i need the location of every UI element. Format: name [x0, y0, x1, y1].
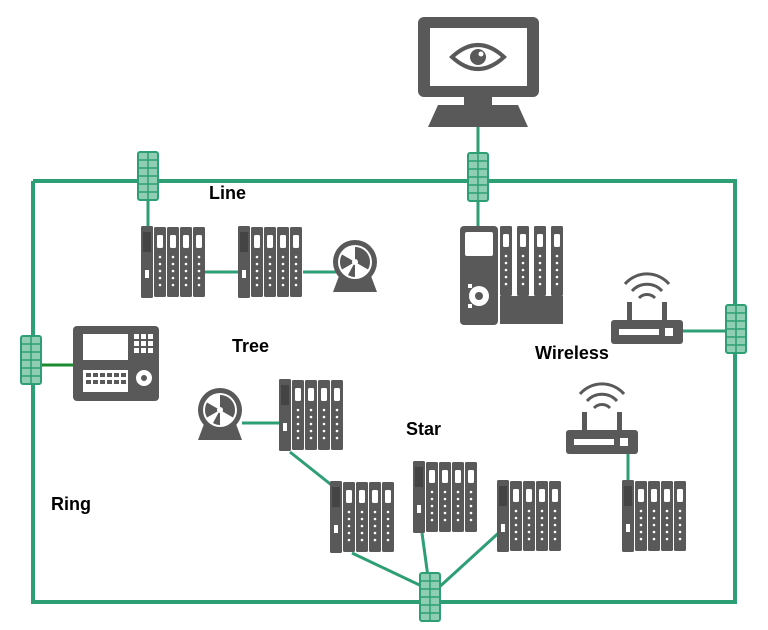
motor-icon — [333, 240, 377, 292]
network-switch-icon — [20, 335, 42, 385]
motor-icon — [198, 388, 242, 440]
monitor-eye-icon — [418, 17, 539, 127]
label-wireless: Wireless — [535, 343, 609, 363]
wireless-router-icon — [564, 382, 640, 456]
plc-rack-icon — [279, 379, 343, 451]
link-tree-plc-child — [289, 450, 335, 489]
network-switch-icon — [419, 572, 441, 622]
network-switch-icon — [725, 304, 747, 354]
hmi-panel-icon — [73, 326, 159, 401]
label-star: Star — [406, 419, 441, 439]
link-star-mid — [420, 532, 430, 578]
ring-link — [31, 179, 737, 604]
plc-rack-icon — [497, 480, 561, 552]
label-ring: Ring — [51, 494, 91, 514]
label-tree: Tree — [232, 336, 269, 356]
wireless-router-icon — [609, 272, 685, 346]
network-switch-icon — [467, 152, 489, 202]
link-star-left — [351, 551, 431, 592]
plc-rack-icon — [141, 226, 205, 298]
link-star-right — [434, 526, 506, 592]
network-switch-icon — [137, 151, 159, 201]
plc-rack-icon — [622, 480, 686, 552]
plc-rack-icon — [238, 226, 302, 298]
controller-rack-icon — [460, 226, 563, 325]
label-line: Line — [209, 183, 246, 203]
plc-rack-icon — [330, 481, 394, 553]
plc-rack-icon — [413, 461, 477, 533]
